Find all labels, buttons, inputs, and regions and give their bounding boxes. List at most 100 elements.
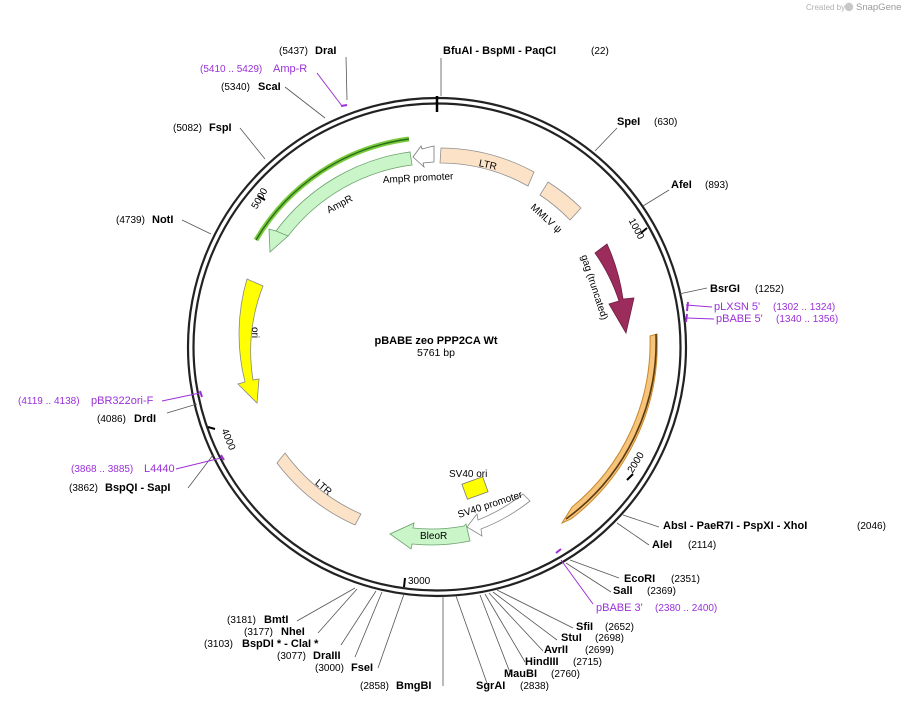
site-fsei: FseI — [351, 662, 373, 674]
site-sfii: SfiI — [576, 621, 593, 633]
snapgene-credit: Created by SnapGene — [806, 2, 901, 13]
primer-mark-pbabe3 — [555, 548, 562, 554]
site-draiii: DraIII — [313, 650, 341, 662]
feature-label-ori: ori — [249, 327, 260, 338]
primer-marks — [161, 72, 715, 605]
primer-pbabe3: pBABE 3' — [596, 602, 643, 614]
primer-pbabe5-range: (1340 .. 1356) — [776, 314, 838, 325]
feature-ppp2ca-insert[interactable] — [560, 333, 658, 525]
site-nhei: NheI — [281, 626, 305, 638]
site-stui: StuI — [561, 632, 582, 644]
credit-brand: SnapGene — [856, 2, 901, 13]
site-bmgbi-pos: (2858) — [360, 681, 389, 692]
site-sali-pos: (2369) — [647, 586, 676, 597]
primer-mark-ampr — [340, 104, 348, 107]
site-bspqi: BspQI - SapI — [105, 482, 170, 494]
primer-pbabe5: pBABE 5' — [716, 313, 763, 325]
site-labels: BfuAI - BspMI - PaqCI (22) SpeI (630) Af… — [69, 45, 886, 692]
primer-l4440-range: (3868 .. 3885) — [71, 464, 133, 475]
tick-label-2000: 2000 — [626, 450, 647, 475]
site-bfuai: BfuAI - BspMI - PaqCI — [443, 45, 556, 57]
site-fsei-pos: (3000) — [315, 663, 344, 674]
feature-sv40-promoter[interactable] — [466, 493, 531, 537]
site-bmti-pos: (3181) — [227, 615, 256, 626]
site-alei-pos: (2114) — [688, 540, 716, 551]
primer-ampr: Amp-R — [273, 63, 307, 75]
site-maubi: MauBI — [504, 668, 537, 680]
site-ecori-pos: (2351) — [671, 574, 700, 585]
site-bmti: BmtI — [264, 614, 288, 626]
tick-1000-mark — [640, 227, 648, 234]
site-drdi: DrdI — [134, 413, 156, 425]
site-sali: SalI — [613, 585, 633, 597]
primer-ampr-range: (5410 .. 5429) — [200, 64, 262, 75]
tick-label-4000: 4000 — [219, 427, 238, 452]
site-stui-pos: (2698) — [595, 633, 624, 644]
site-bfuai-pos: (22) — [591, 46, 609, 57]
site-bspqi-pos: (3862) — [69, 483, 98, 494]
site-bmgbi: BmgBI — [396, 680, 431, 692]
plasmid-name: pBABE zeo PPP2CA Wt — [374, 335, 497, 347]
site-avrii: AvrII — [544, 644, 568, 656]
site-fspi: FspI — [209, 122, 232, 134]
site-absi-pos: (2046) — [857, 521, 886, 532]
site-draiii-pos: (3077) — [277, 651, 306, 662]
site-sfii-pos: (2652) — [605, 622, 634, 633]
feature-ampr-promoter[interactable] — [412, 145, 435, 169]
site-spei-pos: (630) — [654, 117, 677, 128]
site-afei-pos: (893) — [705, 180, 728, 191]
site-bspdi-pos: (3103) — [204, 639, 233, 650]
primer-mark-pbabe5 — [685, 313, 688, 323]
site-sgrai-pos: (2838) — [520, 681, 549, 692]
site-bspdi: BspDI * - ClaI * — [242, 638, 319, 650]
site-scai-pos: (5340) — [221, 82, 250, 93]
site-drai: DraI — [315, 45, 336, 57]
insert-line — [565, 333, 657, 520]
feature-ltr-1[interactable] — [439, 147, 535, 187]
site-drdi-pos: (4086) — [97, 414, 126, 425]
site-afei: AfeI — [671, 179, 692, 191]
site-bsrgi-pos: (1252) — [755, 284, 784, 295]
site-sgrai: SgrAI — [476, 680, 505, 692]
site-scai: ScaI — [258, 81, 281, 93]
feature-label-sv40-ori: SV40 ori — [449, 469, 487, 480]
site-ecori: EcoRI — [624, 573, 655, 585]
tick-label-3000: 3000 — [408, 576, 431, 587]
site-alei: AleI — [652, 539, 672, 551]
site-drai-pos: (5437) — [279, 46, 308, 57]
snapgene-logo-icon — [844, 2, 854, 12]
tick-label-1000: 1000 — [626, 217, 646, 242]
tick-3000-mark — [403, 577, 406, 588]
site-noti: NotI — [152, 214, 173, 226]
site-bsrgi: BsrGI — [710, 283, 740, 295]
site-nhei-pos: (3177) — [244, 627, 273, 638]
tick-label-5000: 5000 — [250, 186, 271, 211]
site-leaders — [166, 56, 708, 687]
primer-mark-pbr322ori — [199, 390, 203, 398]
primer-labels: pLXSN 5' (1302 .. 1324) pBABE 5' (1340 .… — [18, 63, 838, 614]
site-hindiii-pos: (2715) — [573, 657, 602, 668]
feature-mmlv-psi[interactable] — [539, 181, 582, 221]
feature-bleor[interactable] — [389, 522, 471, 550]
tick-4000-mark — [207, 426, 216, 430]
site-noti-pos: (4739) — [116, 215, 145, 226]
credit-created-by: Created by — [806, 3, 845, 12]
feature-label-bleor: BleoR — [420, 531, 447, 542]
primer-pbr322ori: pBR322ori-F — [91, 395, 154, 407]
amp-r-line — [255, 138, 410, 241]
site-fspi-pos: (5082) — [173, 123, 202, 134]
tick-5000-mark — [257, 195, 266, 201]
tick-2000-mark — [626, 473, 634, 481]
site-avrii-pos: (2699) — [585, 645, 614, 656]
feature-sv40-ori[interactable] — [461, 476, 489, 500]
site-hindiii: HindIII — [525, 656, 559, 668]
primer-pbabe3-range: (2380 .. 2400) — [655, 603, 717, 614]
site-spei: SpeI — [617, 116, 640, 128]
primer-plxsn5: pLXSN 5' — [714, 301, 760, 313]
feature-ori[interactable] — [237, 278, 264, 404]
primer-plxsn5-range: (1302 .. 1324) — [773, 302, 835, 313]
primer-pbr322ori-range: (4119 .. 4138) — [18, 396, 80, 407]
feature-gag-truncated[interactable] — [594, 243, 635, 335]
feature-ltr-2[interactable] — [276, 452, 362, 526]
